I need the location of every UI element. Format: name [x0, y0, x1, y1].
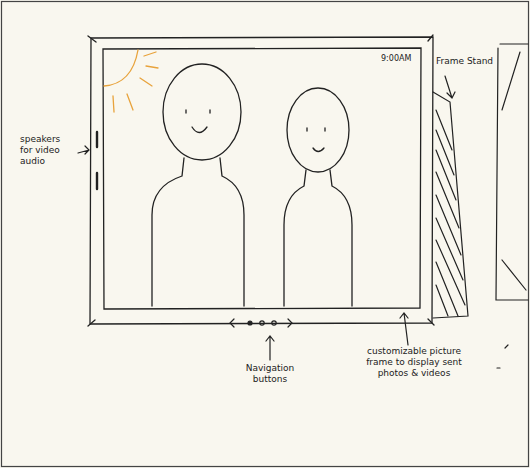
people: [152, 64, 352, 306]
frame-description-label: customizable picture frame to display se…: [358, 346, 470, 379]
speakers-label: speakers for video audio: [20, 134, 66, 167]
frame-stand-label: Frame Stand: [436, 56, 506, 67]
speaker-bars: [96, 132, 98, 189]
time-label: 9:00AM: [381, 53, 421, 64]
second-view-sketch: [496, 44, 528, 368]
picture-frame: [88, 35, 434, 326]
navigation-label: Navigation buttons: [235, 363, 305, 385]
leader-lines: [78, 76, 455, 360]
navigation-buttons: [230, 319, 292, 327]
sun: [104, 50, 158, 112]
frame-stand: [433, 92, 468, 318]
